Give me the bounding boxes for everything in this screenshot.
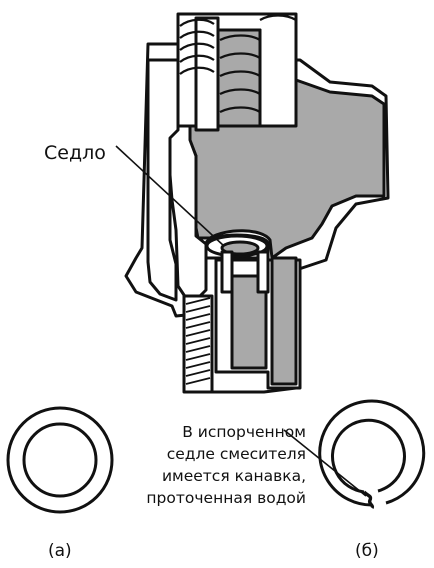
lower-pipe-gray-side	[270, 256, 298, 386]
lower-thread-hatch	[185, 297, 211, 385]
caption-b: (б)	[355, 541, 379, 561]
note-line-2: седле смесителя	[166, 445, 306, 463]
seat-sleeve-right	[256, 250, 270, 294]
seat-ring-good-outer	[6, 406, 114, 514]
seat-leader-line	[115, 145, 225, 247]
note-line-1: В испорченном	[182, 423, 306, 441]
lower-thread-body	[182, 294, 214, 394]
seat-sleeve	[220, 250, 234, 294]
note-line-3: имеется канавка,	[161, 467, 306, 485]
seat-ring-good-inner	[22, 422, 98, 498]
damaged-seat-note: В испорченном седле смесителя имеется ка…	[146, 421, 306, 509]
seat-ring-damaged-outer	[318, 399, 426, 507]
caption-a: (а)	[48, 541, 72, 561]
seat-ring-damaged	[318, 399, 426, 509]
faucet-body-cutaway	[124, 12, 390, 394]
seat-groove	[362, 490, 375, 509]
seat-ring-good	[6, 406, 114, 514]
upper-thread-hatch	[179, 14, 297, 113]
seat-label: Седло	[44, 142, 106, 164]
note-line-4: проточенная водой	[146, 489, 306, 507]
seat-ring-damaged-inner	[331, 418, 406, 494]
groove-leader-line	[283, 429, 367, 497]
upper-stem-tube	[194, 16, 220, 132]
left-shell	[146, 58, 180, 302]
lower-pipe-bore	[230, 274, 268, 370]
